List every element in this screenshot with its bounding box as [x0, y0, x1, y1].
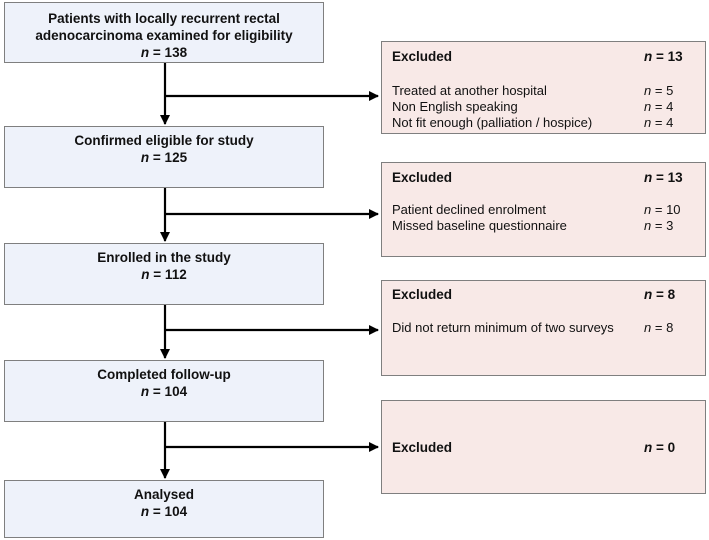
stage-title-line: Patients with locally recurrent rectal — [48, 11, 280, 26]
stage-count: n = 104 — [140, 504, 188, 519]
exclusion-reason-count: n = 3 — [644, 218, 674, 233]
exclusion-reason-count: n = 5 — [644, 83, 674, 98]
exclusion-heading: Excluded — [392, 287, 453, 302]
exclusion-box-2: Excluded n = 13 Patient declined enrolme… — [381, 162, 706, 257]
stage-count: n = 112 — [141, 267, 187, 282]
exclusion-reason-count: n = 4 — [644, 99, 674, 114]
exclusion-heading: Excluded — [392, 170, 453, 185]
stage-box-enrolled: Enrolled in the study n = 112 — [4, 243, 324, 305]
stage-box-followup: Completed follow-up n = 104 — [4, 360, 324, 422]
exclusion-reason: Treated at another hospital — [392, 83, 547, 98]
exclusion-reason: Patient declined enrolment — [392, 202, 546, 217]
exclusion-box-3: Excluded n = 8 Did not return minimum of… — [381, 280, 706, 376]
stage-box-analysed: Analysed n = 104 — [4, 480, 324, 538]
exclusion-total: n = 13 — [644, 170, 683, 185]
stage-count: n = 138 — [140, 45, 188, 60]
stage-title-line: Enrolled in the study — [97, 250, 231, 265]
stage-title-line: Confirmed eligible for study — [74, 133, 254, 148]
exclusion-box-1: Excluded n = 13 Treated at another hospi… — [381, 41, 706, 134]
exclusion-total: n = 8 — [644, 287, 676, 302]
exclusion-reason: Non English speaking — [392, 99, 518, 114]
exclusion-reason: Missed baseline questionnaire — [392, 218, 567, 233]
exclusion-reason-count: n = 4 — [644, 115, 674, 130]
exclusion-reason-count: n = 10 — [644, 202, 681, 217]
stage-count: n = 125 — [140, 150, 188, 165]
exclusion-total: n = 0 — [644, 440, 676, 455]
exclusion-reason: Not fit enough (palliation / hospice) — [392, 115, 593, 130]
exclusion-heading: Excluded — [392, 49, 453, 64]
exclusion-total: n = 13 — [644, 49, 683, 64]
stage-title-line: Completed follow-up — [97, 367, 231, 382]
exclusion-reason-count: n = 8 — [644, 320, 674, 335]
stage-box-examined: Patients with locally recurrent rectal a… — [4, 2, 324, 63]
stage-title-line: Analysed — [133, 487, 195, 502]
stage-count: n = 104 — [140, 384, 188, 399]
stage-box-eligible: Confirmed eligible for study n = 125 — [4, 126, 324, 188]
exclusion-box-4: Excluded n = 0 — [381, 400, 706, 494]
exclusion-heading: Excluded — [392, 440, 453, 455]
exclusion-reason: Did not return minimum of two surveys — [392, 320, 614, 335]
stage-title-line: adenocarcinoma examined for eligibility — [35, 28, 293, 43]
